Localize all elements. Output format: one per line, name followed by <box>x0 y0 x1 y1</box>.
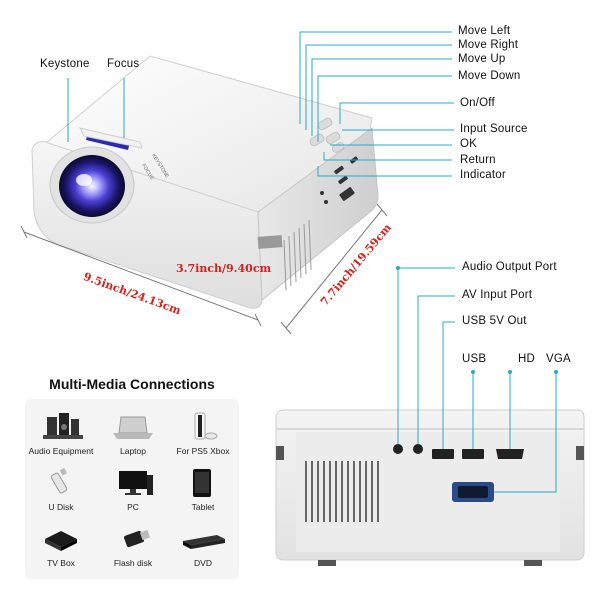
multimedia-title: Multi-Media Connections <box>49 376 215 392</box>
audio-output-jack <box>393 444 403 454</box>
move-up-label: Move Up <box>458 53 506 65</box>
dimension-lines <box>20 203 388 335</box>
console-icon <box>194 412 218 440</box>
tv-box-icon <box>45 531 77 551</box>
speaker-icon <box>43 413 83 439</box>
side-vent <box>283 219 312 291</box>
projector-lens <box>59 155 125 217</box>
usb-drive-icon <box>50 467 68 494</box>
mm-label: For PS5 Xbox <box>176 446 230 456</box>
av-input-jack <box>413 444 423 454</box>
mm-label: Flash disk <box>113 558 153 568</box>
indicator-label: Indicator <box>460 169 506 181</box>
audio-output-label: Audio Output Port <box>462 261 557 273</box>
side-ports <box>320 156 359 204</box>
usb-label: USB <box>462 353 487 365</box>
mm-label: Tablet <box>191 502 215 512</box>
mm-item-dvd: DVD <box>167 523 239 568</box>
port-callout-lines <box>396 266 558 493</box>
mm-item-udisk: U Disk <box>25 467 97 512</box>
move-right-label: Move Right <box>458 39 519 51</box>
mm-item-flashdisk: Flash disk <box>97 523 169 568</box>
move-down-label: Move Down <box>458 70 521 82</box>
height-dimension: 3.7inch/9.40cm <box>176 262 272 275</box>
side-strip <box>257 235 283 249</box>
mm-item-tablet: Tablet <box>167 467 239 512</box>
flash-disk-icon <box>124 529 151 548</box>
mm-label: Laptop <box>120 446 146 456</box>
pc-icon <box>119 471 153 495</box>
laptop-icon <box>113 416 153 439</box>
vga-label: VGA <box>546 353 571 365</box>
move-left-label: Move Left <box>458 25 511 37</box>
av-input-label: AV Input Port <box>462 289 533 301</box>
mm-label: DVD <box>194 558 212 568</box>
top-control-buttons <box>309 117 345 153</box>
mm-label: Audio Equipment <box>28 446 94 456</box>
usb-5v-port <box>432 449 454 459</box>
usb-port <box>462 449 484 459</box>
mm-item-tvbox: TV Box <box>25 523 97 568</box>
mm-item-console: For PS5 Xbox <box>167 411 239 456</box>
hd-label: HD <box>518 353 536 365</box>
projector-right-side <box>257 127 379 302</box>
on-off-label: On/Off <box>460 97 495 109</box>
mm-item-audio: Audio Equipment <box>25 411 97 456</box>
mm-item-pc: PC <box>97 467 169 512</box>
tablet-icon <box>193 469 211 497</box>
input-source-label: Input Source <box>460 123 528 135</box>
control-callout-lines <box>299 31 454 177</box>
mm-label: PC <box>127 502 139 512</box>
dvd-icon <box>183 535 225 549</box>
keystone-label: Keystone <box>40 58 90 70</box>
return-label: Return <box>460 154 496 166</box>
mm-item-laptop: Laptop <box>97 411 169 456</box>
mm-label: TV Box <box>47 558 75 568</box>
ok-label: OK <box>460 138 478 150</box>
focus-label: Focus <box>107 58 140 70</box>
multimedia-panel: Audio Equipment Laptop For PS5 Xbox U Di… <box>25 399 239 579</box>
projector-rear-view <box>275 409 585 566</box>
mm-label: U Disk <box>48 502 74 512</box>
hd-port <box>496 449 524 459</box>
rear-vent <box>305 461 379 522</box>
usb-5v-label: USB 5V Out <box>462 315 527 327</box>
